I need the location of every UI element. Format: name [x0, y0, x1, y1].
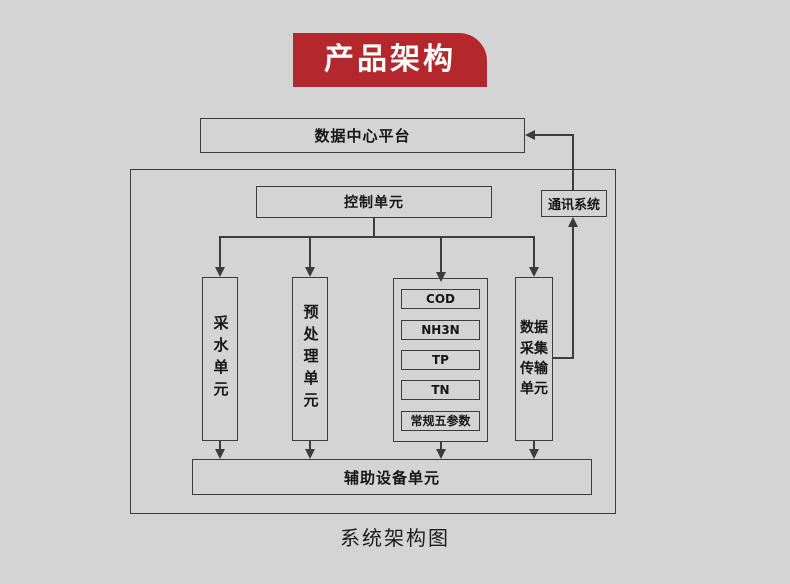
banner-title: 产品架构: [324, 42, 456, 77]
connector-drop-analyzers: [440, 236, 442, 273]
analyzer-label-five-params: 常规五参数: [410, 414, 471, 429]
data-transmission-unit-label: 数据采集传输单元: [520, 320, 548, 398]
connector-drop-water: [219, 236, 221, 268]
auxiliary-unit-label: 辅助设备单元: [343, 468, 440, 487]
analyzer-label-tp: TP: [432, 352, 449, 367]
analyzer-group-box: COD NH3N TP TN 常规五参数: [393, 278, 488, 442]
connector-drop-datatrans: [533, 236, 535, 268]
control-unit-box: 控制单元: [256, 186, 492, 218]
arrowhead-down-analyzers-icon: [436, 272, 446, 282]
data-center-platform-label: 数据中心平台: [314, 127, 411, 145]
arrowhead-down-datatrans-icon: [529, 267, 539, 277]
analyzer-box-five-params: 常规五参数: [401, 410, 480, 431]
analyzer-label-cod: COD: [426, 292, 455, 307]
analyzer-box-cod: COD: [401, 289, 480, 310]
arrowhead-down-aux4-icon: [529, 449, 539, 459]
water-unit-box: 采水单元: [202, 277, 238, 441]
pretreatment-unit-box: 预处理单元: [292, 277, 328, 441]
control-unit-label: 控制单元: [344, 195, 404, 211]
connector-comm-horizontal: [534, 134, 574, 136]
arrowhead-down-aux1-icon: [215, 449, 225, 459]
analyzer-label-tn: TN: [431, 383, 450, 398]
connector-drop-pretreat: [309, 236, 311, 268]
arrowhead-down-water-icon: [215, 267, 225, 277]
data-transmission-unit-box: 数据采集传输单元: [515, 277, 553, 441]
arrowhead-down-pretreat-icon: [305, 267, 315, 277]
comm-system-label: 通讯系统: [547, 198, 600, 213]
analyzer-box-tp: TP: [401, 349, 480, 370]
analyzer-label-nh3n: NH3N: [421, 322, 460, 337]
connector-analyzers-aux: [440, 442, 442, 451]
arrowhead-left-datacenter-icon: [525, 130, 535, 140]
system-boundary-box: [130, 169, 616, 514]
arrowhead-down-aux3-icon: [436, 449, 446, 459]
arrowhead-up-comm-icon: [568, 217, 578, 227]
connector-comm-up: [572, 135, 574, 190]
connector-branch-bar: [219, 236, 535, 238]
connector-datatrans-aux: [533, 440, 535, 451]
comm-system-box: 通讯系统: [541, 190, 607, 217]
product-architecture-banner: 产品架构: [293, 33, 487, 87]
analyzer-box-nh3n: NH3N: [401, 319, 480, 340]
arrowhead-down-aux2-icon: [305, 449, 315, 459]
pretreatment-unit-label: 预处理单元: [301, 304, 320, 414]
connector-pretreat-aux: [309, 440, 311, 451]
connector-water-aux: [219, 440, 221, 451]
data-center-platform-box: 数据中心平台: [200, 118, 525, 153]
connector-datatrans-up: [572, 226, 574, 359]
connector-datatrans-horizontal: [553, 357, 574, 359]
auxiliary-unit-box: 辅助设备单元: [192, 459, 592, 495]
connector-control-drop: [373, 218, 375, 238]
analyzer-box-tn: TN: [401, 380, 480, 401]
diagram-caption: 系统架构图: [340, 526, 450, 550]
water-unit-label: 采水单元: [211, 315, 230, 403]
